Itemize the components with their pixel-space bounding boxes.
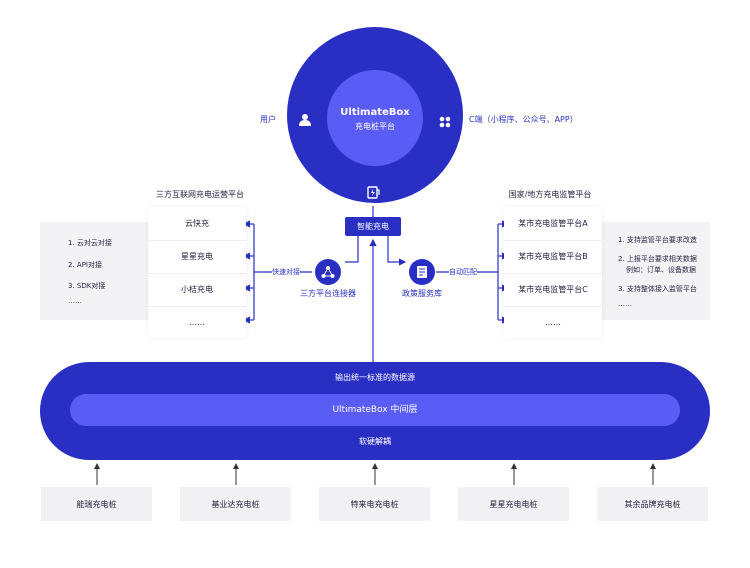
right-panel-title: 国家/地方充电监管平台 — [508, 190, 592, 199]
right-note-more: …… — [618, 300, 632, 308]
right-arrow-label: 自动匹配 — [449, 268, 477, 276]
right-note-2b: 例如：订单、设备数据 — [626, 266, 696, 274]
middle-bottom-label: 软硬解耦 — [359, 437, 391, 446]
left-note-more: …… — [68, 297, 82, 305]
device-box-3: 特来电充电桩 — [319, 487, 430, 521]
device-box-5: 其余品牌充电桩 — [597, 487, 708, 521]
right-platform-list: 某市充电监管平台A 某市充电监管平台B 某市充电监管平台C …… — [504, 207, 602, 338]
device-box-2: 基业达充电桩 — [180, 487, 291, 521]
apps-icon — [439, 113, 451, 128]
policy-library-label: 政策服务库 — [402, 289, 442, 298]
left-note-1: 1. 云对云对接 — [68, 239, 112, 247]
user-icon — [299, 112, 311, 126]
left-item-3: 小桔充电 — [148, 273, 246, 307]
smart-charging-label: 智能充电 — [357, 221, 389, 231]
policy-library-icon — [409, 259, 435, 285]
c-terminal-label: C端（小程序、公众号、APP） — [469, 115, 578, 124]
left-note-3: 3. SDK对接 — [68, 282, 106, 290]
device-box-4: 星星充电电桩 — [458, 487, 569, 521]
right-item-more: …… — [545, 318, 561, 327]
platform-title: UltimateBox — [340, 107, 410, 118]
left-arrow-label: 快速对接 — [272, 268, 300, 276]
charging-icon — [367, 184, 381, 199]
smart-charging-box: 智能充电 — [345, 217, 401, 236]
right-note-1: 1. 支持监管平台要求改造 — [618, 236, 697, 244]
middle-layer-bar: UltimateBox 中间层 — [70, 394, 680, 426]
right-item-3: 某市充电监管平台C — [504, 273, 602, 307]
platform-inner-circle — [327, 70, 423, 166]
left-notes-panel — [40, 222, 150, 320]
left-note-2: 2. API对接 — [68, 261, 102, 269]
device-box-1: 能瑞充电桩 — [41, 487, 152, 521]
platform-subtitle: 充电桩平台 — [355, 122, 395, 131]
right-notes-panel — [600, 222, 710, 320]
left-item-2: 星星充电 — [148, 240, 246, 274]
left-panel-title: 三方互联网充电运营平台 — [156, 190, 244, 199]
middle-top-label: 输出统一标准的数据源 — [335, 373, 415, 382]
right-item-2: 某市充电监管平台B — [504, 240, 602, 274]
middle-layer-label: UltimateBox 中间层 — [332, 404, 418, 415]
left-item-more: …… — [189, 318, 205, 327]
connector-icon — [315, 259, 341, 285]
left-platform-list: 云快充 星星充电 小桔充电 …… — [148, 207, 246, 338]
right-note-2: 2. 上报平台要求相关数据 — [618, 255, 697, 263]
left-item-1: 云快充 — [148, 207, 246, 241]
right-note-3: 3. 支持整体接入监管平台 — [618, 285, 697, 293]
connector-label: 三方平台连接器 — [300, 289, 356, 298]
user-label: 用户 — [260, 115, 276, 124]
right-item-1: 某市充电监管平台A — [504, 207, 602, 241]
